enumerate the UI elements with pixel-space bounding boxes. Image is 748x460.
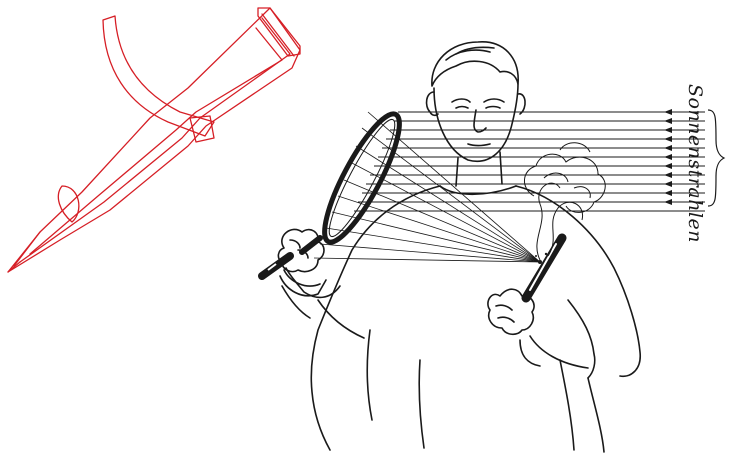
stick-icon [526,238,562,298]
magnifying-glass-icon [262,106,412,276]
boy-figure [278,42,640,452]
caption-text: Sonnenstrahlen [684,84,706,243]
tool-outline-icon [8,8,300,272]
smoke-icon [524,143,605,260]
ray-arrowheads [664,109,672,205]
ray-brace [708,110,724,206]
converging-rays [314,112,540,262]
